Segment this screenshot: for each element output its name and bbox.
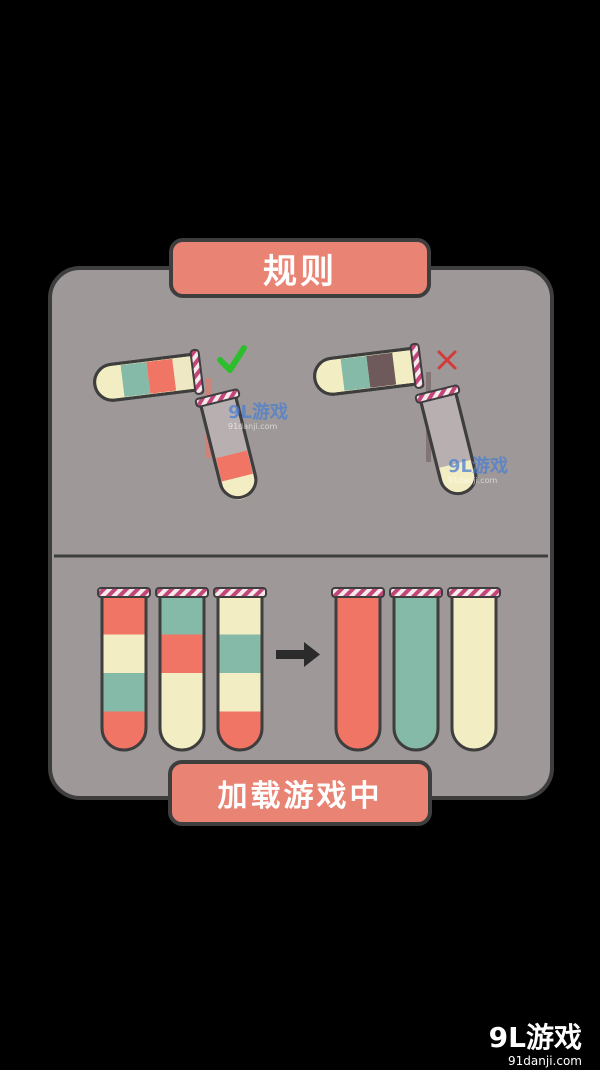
liquid-layer bbox=[218, 634, 262, 674]
tube-outline bbox=[392, 594, 440, 752]
cross-icon bbox=[437, 350, 457, 370]
liquid-layer bbox=[160, 673, 204, 712]
tube-cap bbox=[389, 587, 443, 598]
tube-cap bbox=[331, 587, 385, 598]
liquid-layer bbox=[394, 673, 438, 712]
liquid-layer bbox=[452, 634, 496, 674]
liquid-layer bbox=[394, 596, 438, 635]
source-tube bbox=[93, 348, 205, 402]
liquid-layer bbox=[336, 673, 380, 712]
valid-example bbox=[93, 345, 258, 500]
source-tube bbox=[313, 342, 425, 396]
liquid-layer bbox=[160, 596, 204, 635]
after-tubes bbox=[331, 587, 501, 752]
tube-cap bbox=[447, 587, 501, 598]
tube-outline bbox=[334, 594, 382, 752]
tube-cap bbox=[213, 587, 267, 598]
test-tube bbox=[331, 587, 385, 752]
watermark-logo: 9L游戏 91danji.com bbox=[228, 402, 288, 431]
liquid-layer bbox=[102, 596, 146, 635]
test-tube bbox=[155, 587, 209, 752]
rules-title-banner: 规则 bbox=[169, 238, 431, 298]
tube-outline bbox=[100, 594, 148, 752]
liquid-layer bbox=[102, 634, 146, 674]
liquid-layer bbox=[394, 634, 438, 674]
tube-cap bbox=[97, 587, 151, 598]
test-tube bbox=[447, 587, 501, 752]
check-icon bbox=[217, 345, 247, 373]
liquid-layer bbox=[452, 673, 496, 712]
test-tube bbox=[213, 587, 267, 752]
invalid-example bbox=[313, 342, 478, 496]
liquid-layer bbox=[336, 596, 380, 635]
liquid-layer bbox=[336, 634, 380, 674]
test-tube bbox=[389, 587, 443, 752]
tube-outline bbox=[158, 594, 206, 752]
page-title: 规则 bbox=[263, 251, 337, 292]
arrow-right-icon bbox=[276, 642, 320, 667]
tube-outline bbox=[450, 594, 498, 752]
liquid-layer bbox=[102, 673, 146, 712]
loading-label: 加载游戏中 bbox=[217, 779, 383, 814]
target-tube bbox=[414, 384, 478, 496]
before-tubes bbox=[97, 587, 267, 752]
tube-cap bbox=[155, 587, 209, 598]
liquid-layer bbox=[452, 596, 496, 635]
liquid-layer bbox=[160, 634, 204, 674]
watermark-logo: 9L游戏 91danji.com bbox=[448, 456, 508, 485]
liquid-layer bbox=[218, 673, 262, 712]
loading-banner: 加载游戏中 bbox=[168, 760, 432, 826]
tube-outline bbox=[216, 594, 264, 752]
corner-watermark: 9L游戏 91danji.com bbox=[488, 1021, 582, 1068]
liquid-layer bbox=[218, 596, 262, 635]
target-tube bbox=[194, 388, 258, 500]
test-tube bbox=[97, 587, 151, 752]
